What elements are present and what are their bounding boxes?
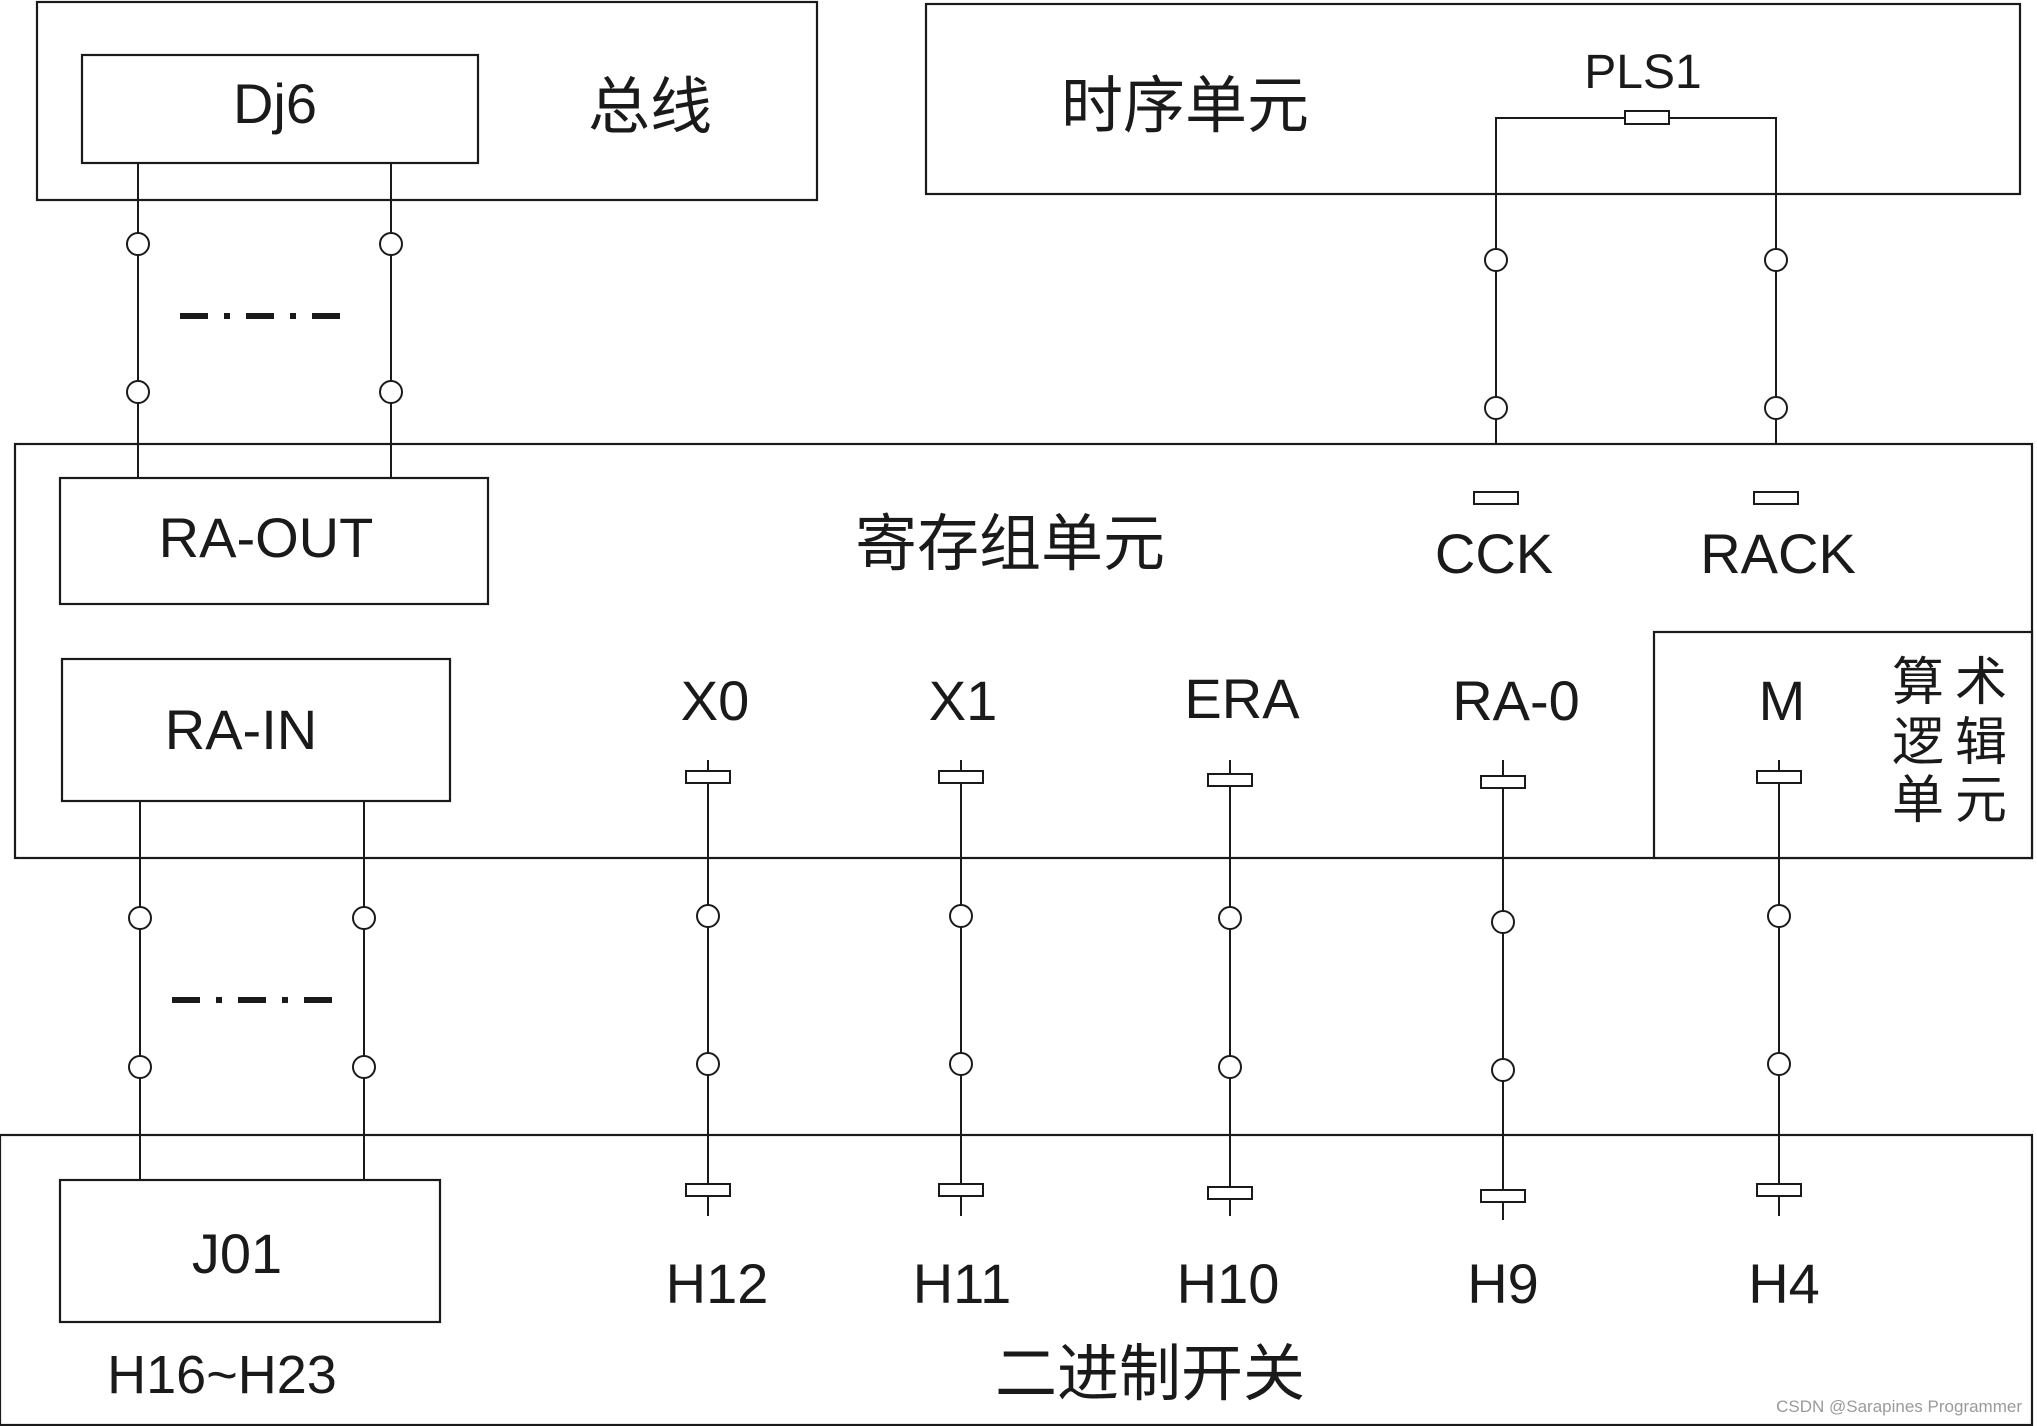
h11-label: H11 [913, 1252, 1012, 1315]
ra-out-chip [58, 476, 490, 606]
pls1-label: PLS1 [1584, 46, 1701, 99]
switch-block: J01 H16~H23 二进制开关 H12 H11 H10 H9 H4 [0, 1133, 2034, 1426]
h12-label: H12 [666, 1252, 769, 1315]
input-wires [128, 801, 376, 1180]
x0-pin [685, 770, 731, 784]
timing-block: 时序单元 PLS1 [924, 2, 2022, 497]
jumper-ring [126, 232, 150, 256]
control-line-era [1207, 760, 1253, 1216]
bus-block: Dj6 总线 [35, 0, 819, 202]
watermark: CSDN @Sarapines Programmer [1776, 1397, 2022, 1416]
jumper-ring [128, 906, 152, 930]
m-pin [1756, 770, 1802, 784]
range-label: H16~H23 [107, 1345, 337, 1405]
h4-label: H4 [1748, 1252, 1820, 1315]
h4-pin [1756, 1183, 1802, 1197]
cck-label: CCK [1435, 522, 1553, 585]
alu-char-5: 单 [1892, 771, 1944, 831]
control-line-ra0 [1480, 760, 1526, 1220]
jumper-ring [696, 1052, 720, 1076]
register-label: 寄存组单元 [855, 507, 1165, 580]
cck-pin [1473, 491, 1519, 505]
jumper-ring [1484, 248, 1508, 272]
h10-label: H10 [1177, 1252, 1280, 1315]
bus-wires [126, 163, 403, 478]
era-label: ERA [1184, 667, 1300, 730]
jumper-ring [126, 380, 150, 404]
jumper-ring [1764, 248, 1788, 272]
j01-label: J01 [192, 1222, 282, 1285]
x0-label: X0 [681, 669, 750, 732]
ra-in-chip [60, 657, 452, 803]
alu-frame [1652, 630, 2034, 860]
jumper-ring [1764, 396, 1788, 420]
alu-char-3: 逻 [1892, 713, 1944, 773]
era-pin [1207, 773, 1253, 787]
jumper-ring [1491, 1058, 1515, 1082]
m-label: M [1759, 669, 1806, 732]
jumper-ring [379, 232, 403, 256]
jumper-ring [1218, 1055, 1242, 1079]
h11-pin [938, 1183, 984, 1197]
jumper-ring [1767, 1052, 1791, 1076]
jumper-ring [352, 1055, 376, 1079]
jumper-ring [1491, 910, 1515, 934]
alu-char-4: 辑 [1955, 713, 2007, 773]
alu-char-6: 元 [1955, 771, 2007, 831]
control-line-x0 [685, 760, 731, 1216]
jumper-ring [352, 906, 376, 930]
rack-label: RACK [1700, 522, 1856, 585]
jumper-ring [379, 380, 403, 404]
switch-label: 二进制开关 [995, 1337, 1305, 1410]
jumper-ring [1767, 904, 1791, 928]
ra-out-label: RA-OUT [159, 506, 374, 569]
h12-pin [685, 1183, 731, 1197]
timing-frame [924, 2, 2022, 196]
alu-block: M 算 逻 单 术 辑 元 [1652, 630, 2034, 860]
clock-wires [1473, 248, 1799, 505]
jumper-ring [949, 904, 973, 928]
j01-chip [58, 1178, 442, 1324]
x1-pin [938, 770, 984, 784]
ra-0-pin [1480, 775, 1526, 789]
dj6-label: Dj6 [233, 72, 317, 135]
jumper-ring [949, 1052, 973, 1076]
h9-pin [1480, 1189, 1526, 1203]
jumper-ring [1218, 906, 1242, 930]
h10-pin [1207, 1186, 1253, 1200]
timing-label: 时序单元 [1061, 69, 1309, 142]
control-line-x1 [938, 760, 984, 1216]
h9-label: H9 [1467, 1252, 1539, 1315]
ra-0-label: RA-0 [1452, 669, 1580, 732]
jumper-ring [128, 1055, 152, 1079]
bus-label: 总线 [588, 70, 712, 143]
ra-in-label: RA-IN [165, 698, 317, 761]
pls1-pin [1624, 110, 1670, 125]
dj6-chip [80, 53, 480, 165]
alu-char-1: 算 [1892, 653, 1944, 713]
jumper-ring [696, 904, 720, 928]
jumper-ring [1484, 396, 1508, 420]
control-line-m [1756, 760, 1802, 1216]
alu-char-2: 术 [1955, 653, 2007, 713]
x1-label: X1 [929, 669, 998, 732]
rack-pin [1753, 491, 1799, 505]
